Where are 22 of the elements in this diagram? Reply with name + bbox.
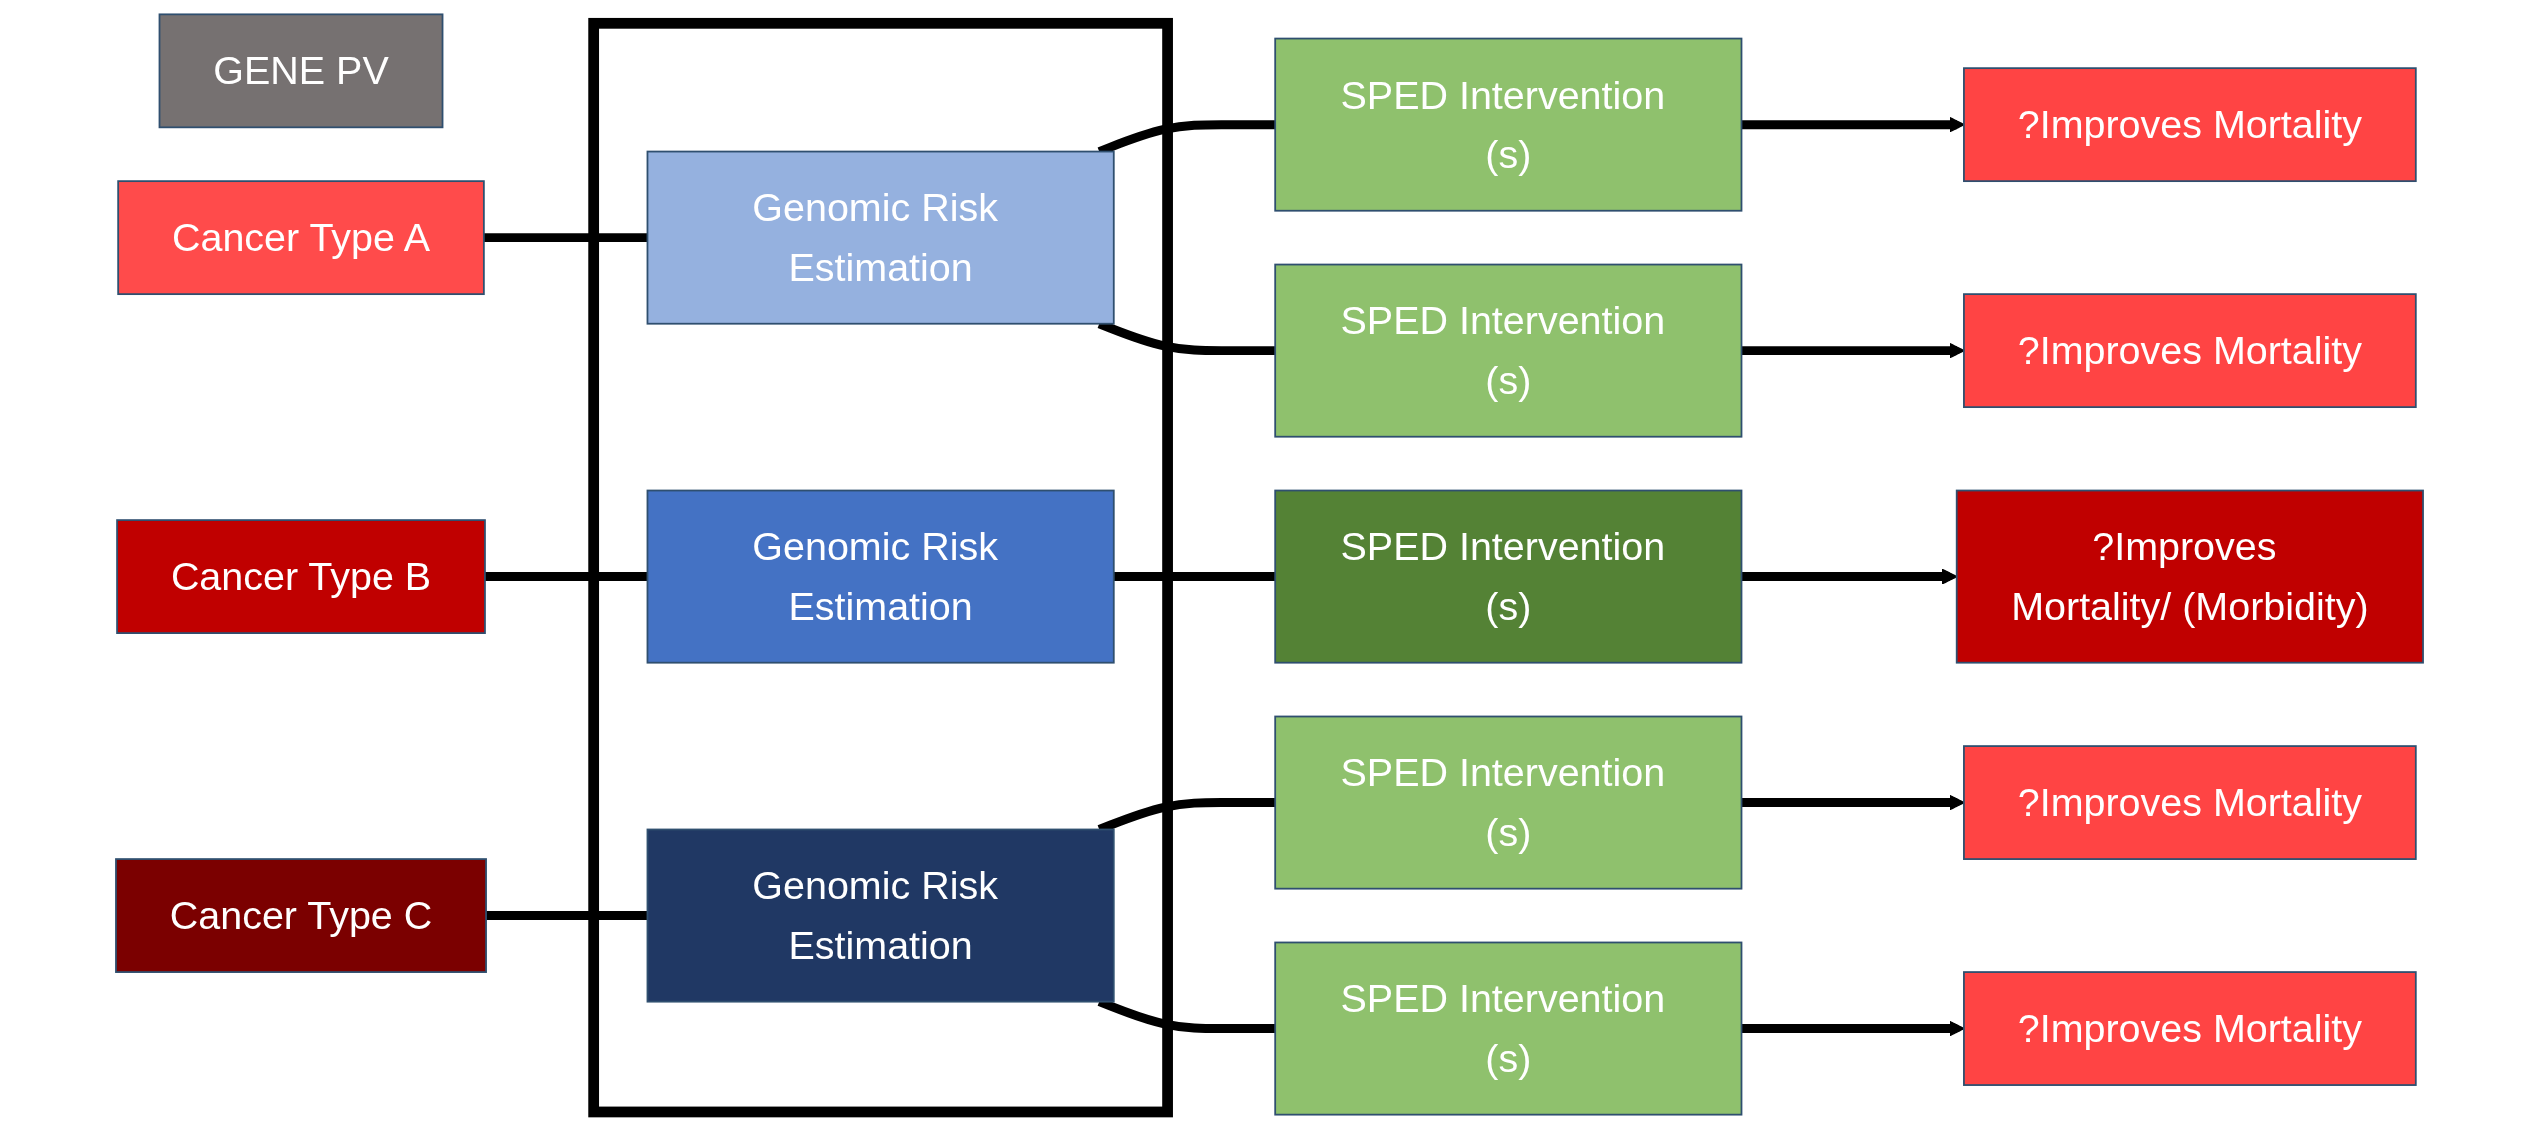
node-box: ?Improves Mortality	[1963, 971, 2417, 1086]
node-box: Genomic Risk Estimation	[646, 828, 1115, 1003]
connector	[484, 572, 648, 582]
node-box: SPED Intervention (s)	[1274, 263, 1743, 438]
node-box: ?Improves Mortality	[1963, 67, 2417, 183]
connector	[486, 911, 648, 921]
node-box: SPED Intervention (s)	[1274, 37, 1743, 212]
node-box: SPED Intervention (s)	[1274, 715, 1743, 890]
node-box: ?Improves Mortality	[1963, 293, 2417, 408]
node-box: SPED Intervention (s)	[1274, 489, 1743, 664]
connector	[483, 233, 648, 243]
node-box: GENE PV	[158, 13, 444, 129]
connector	[1113, 572, 1276, 582]
node-box: Cancer Type B	[116, 519, 486, 634]
node-box: SPED Intervention (s)	[1274, 941, 1743, 1116]
node-box: Cancer Type C	[115, 858, 487, 973]
cluster	[588, 17, 1173, 1118]
node-box: Cancer Type A	[117, 180, 485, 296]
node-box: Genomic Risk Estimation	[646, 150, 1115, 325]
node-box: Genomic Risk Estimation	[646, 489, 1115, 664]
node-box: ?Improves Mortality/ (Morbidity)	[1955, 489, 2424, 664]
node-box: ?Improves Mortality	[1963, 745, 2417, 860]
